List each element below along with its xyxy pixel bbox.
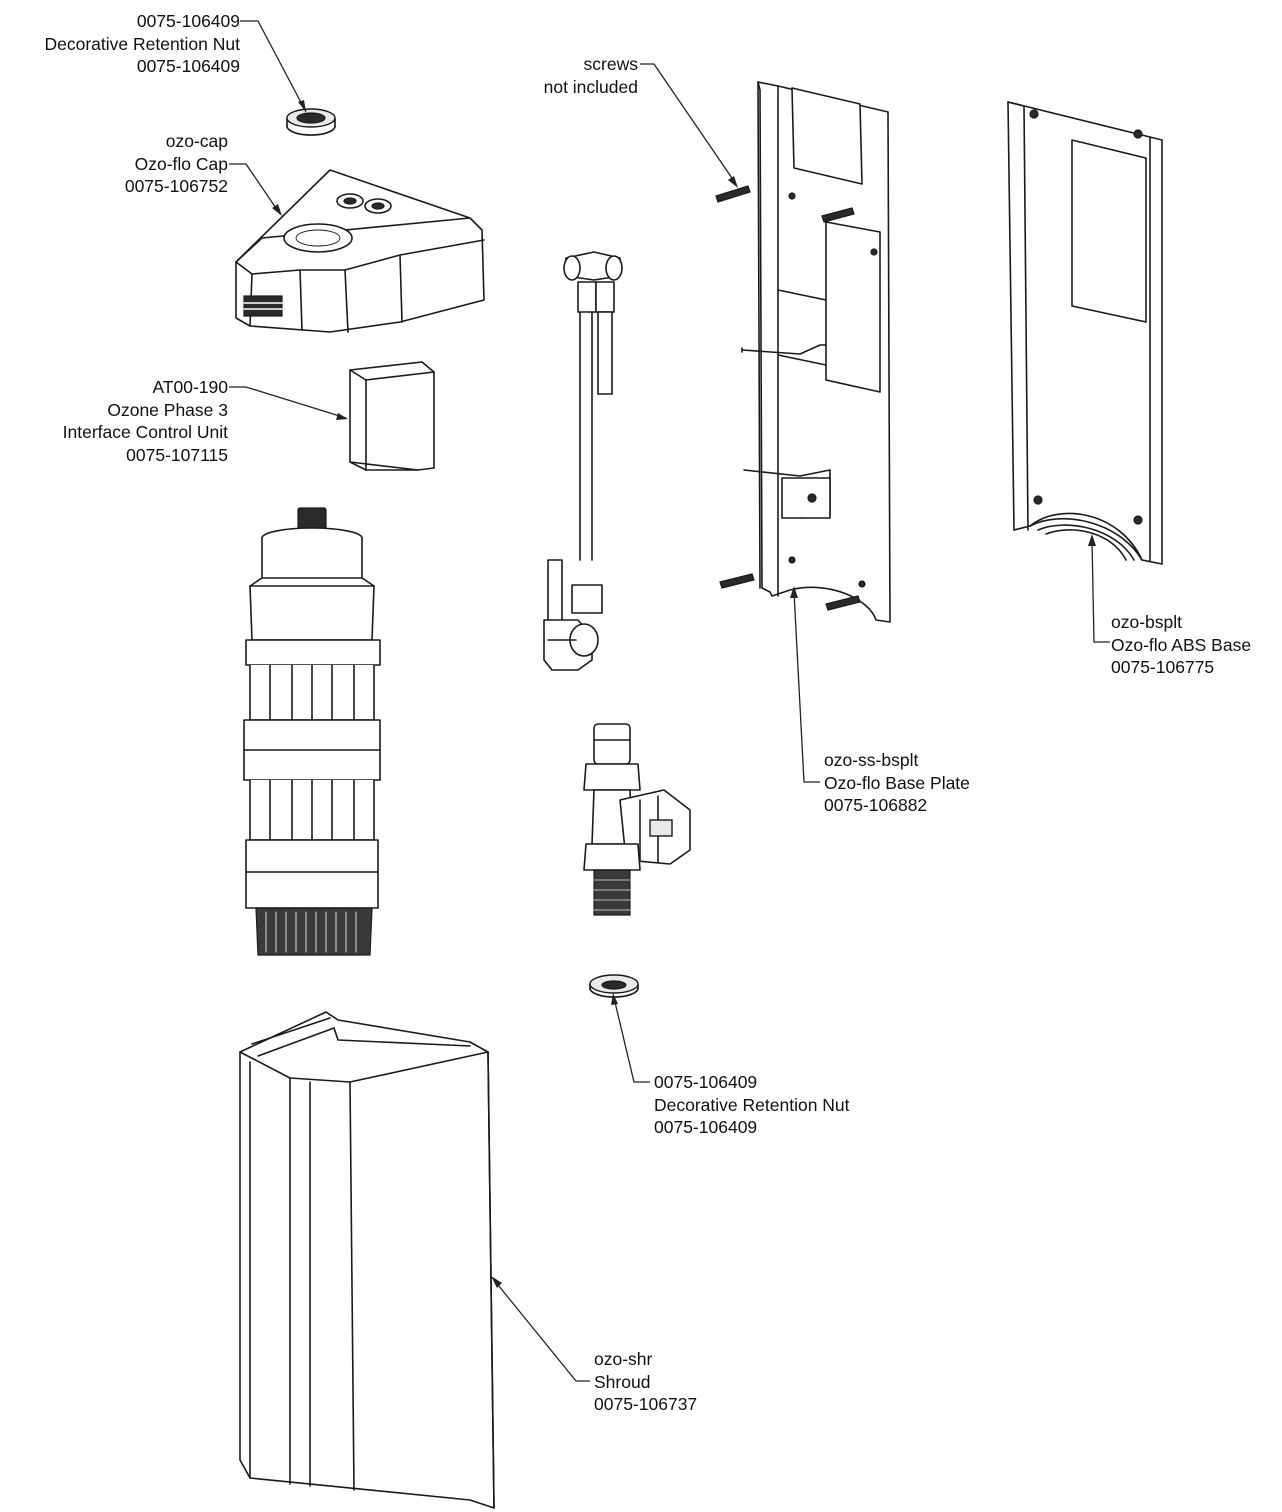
- callout-line: Ozo-flo ABS Base: [1111, 634, 1252, 655]
- callout-line: 0075-107115: [126, 444, 228, 465]
- callout-abs-base: ozo-bsplt Ozo-flo ABS Base 0075-106775: [1111, 611, 1251, 679]
- callout-cap: ozo-cap Ozo-flo Cap 0075-106752: [125, 130, 228, 198]
- shroud: [239, 1011, 495, 1509]
- ozo-flo-base-plate: [741, 81, 891, 623]
- ozo-flo-abs-base: [1007, 101, 1163, 565]
- callout-line: 0075-106737: [594, 1394, 698, 1414]
- callout-line: Decorative Retention Nut: [44, 33, 240, 54]
- callout-line: 0075-106409: [136, 56, 240, 76]
- retention-nut-top: [286, 108, 336, 136]
- callout-line: ozo-bsplt: [1111, 612, 1183, 632]
- callout-line: ozo-cap: [165, 131, 228, 151]
- interface-control-unit: [349, 361, 435, 471]
- callout-line: AT00-190: [152, 377, 228, 397]
- leader-lines: [229, 20, 1110, 1382]
- callout-screws: screws not included: [544, 53, 638, 98]
- callout-line: 0075-106775: [1111, 657, 1215, 677]
- callout-line: 0075-106882: [824, 795, 928, 815]
- callout-line: ozo-ss-bsplt: [824, 750, 919, 770]
- callout-line: ozo-shr: [594, 1349, 653, 1369]
- retention-nut-bottom: [589, 974, 639, 998]
- ozone-housing: [243, 507, 381, 956]
- callout-line: 0075-106752: [124, 176, 228, 196]
- callout-line: Ozo-flo Cap: [134, 153, 228, 174]
- callout-line: screws: [583, 54, 638, 74]
- callout-shroud: ozo-shr Shroud 0075-106737: [594, 1348, 697, 1416]
- ozo-flo-cap: [235, 169, 485, 333]
- callout-line: 0075-106409: [654, 1117, 758, 1137]
- callout-base-plate: ozo-ss-bsplt Ozo-flo Base Plate 0075-106…: [824, 749, 970, 817]
- tubing-assembly: [543, 251, 623, 671]
- solenoid-valve: [583, 723, 691, 916]
- callout-line: Ozo-flo Base Plate: [824, 772, 970, 793]
- callout-line: Shroud: [594, 1371, 651, 1392]
- callout-control-unit: AT00-190 Ozone Phase 3 Interface Control…: [63, 376, 228, 466]
- callout-line: not included: [543, 76, 638, 97]
- screws: [715, 185, 861, 611]
- callout-line: Ozone Phase 3: [107, 399, 228, 420]
- callout-line: 0075-106409: [654, 1072, 758, 1092]
- callout-nut-bottom: 0075-106409 Decorative Retention Nut 007…: [654, 1071, 850, 1139]
- callout-line: 0075-106409: [136, 11, 240, 31]
- callout-line: Decorative Retention Nut: [654, 1094, 850, 1115]
- callout-line: Interface Control Unit: [62, 422, 228, 442]
- callout-nut-top: 0075-106409 Decorative Retention Nut 007…: [44, 10, 240, 78]
